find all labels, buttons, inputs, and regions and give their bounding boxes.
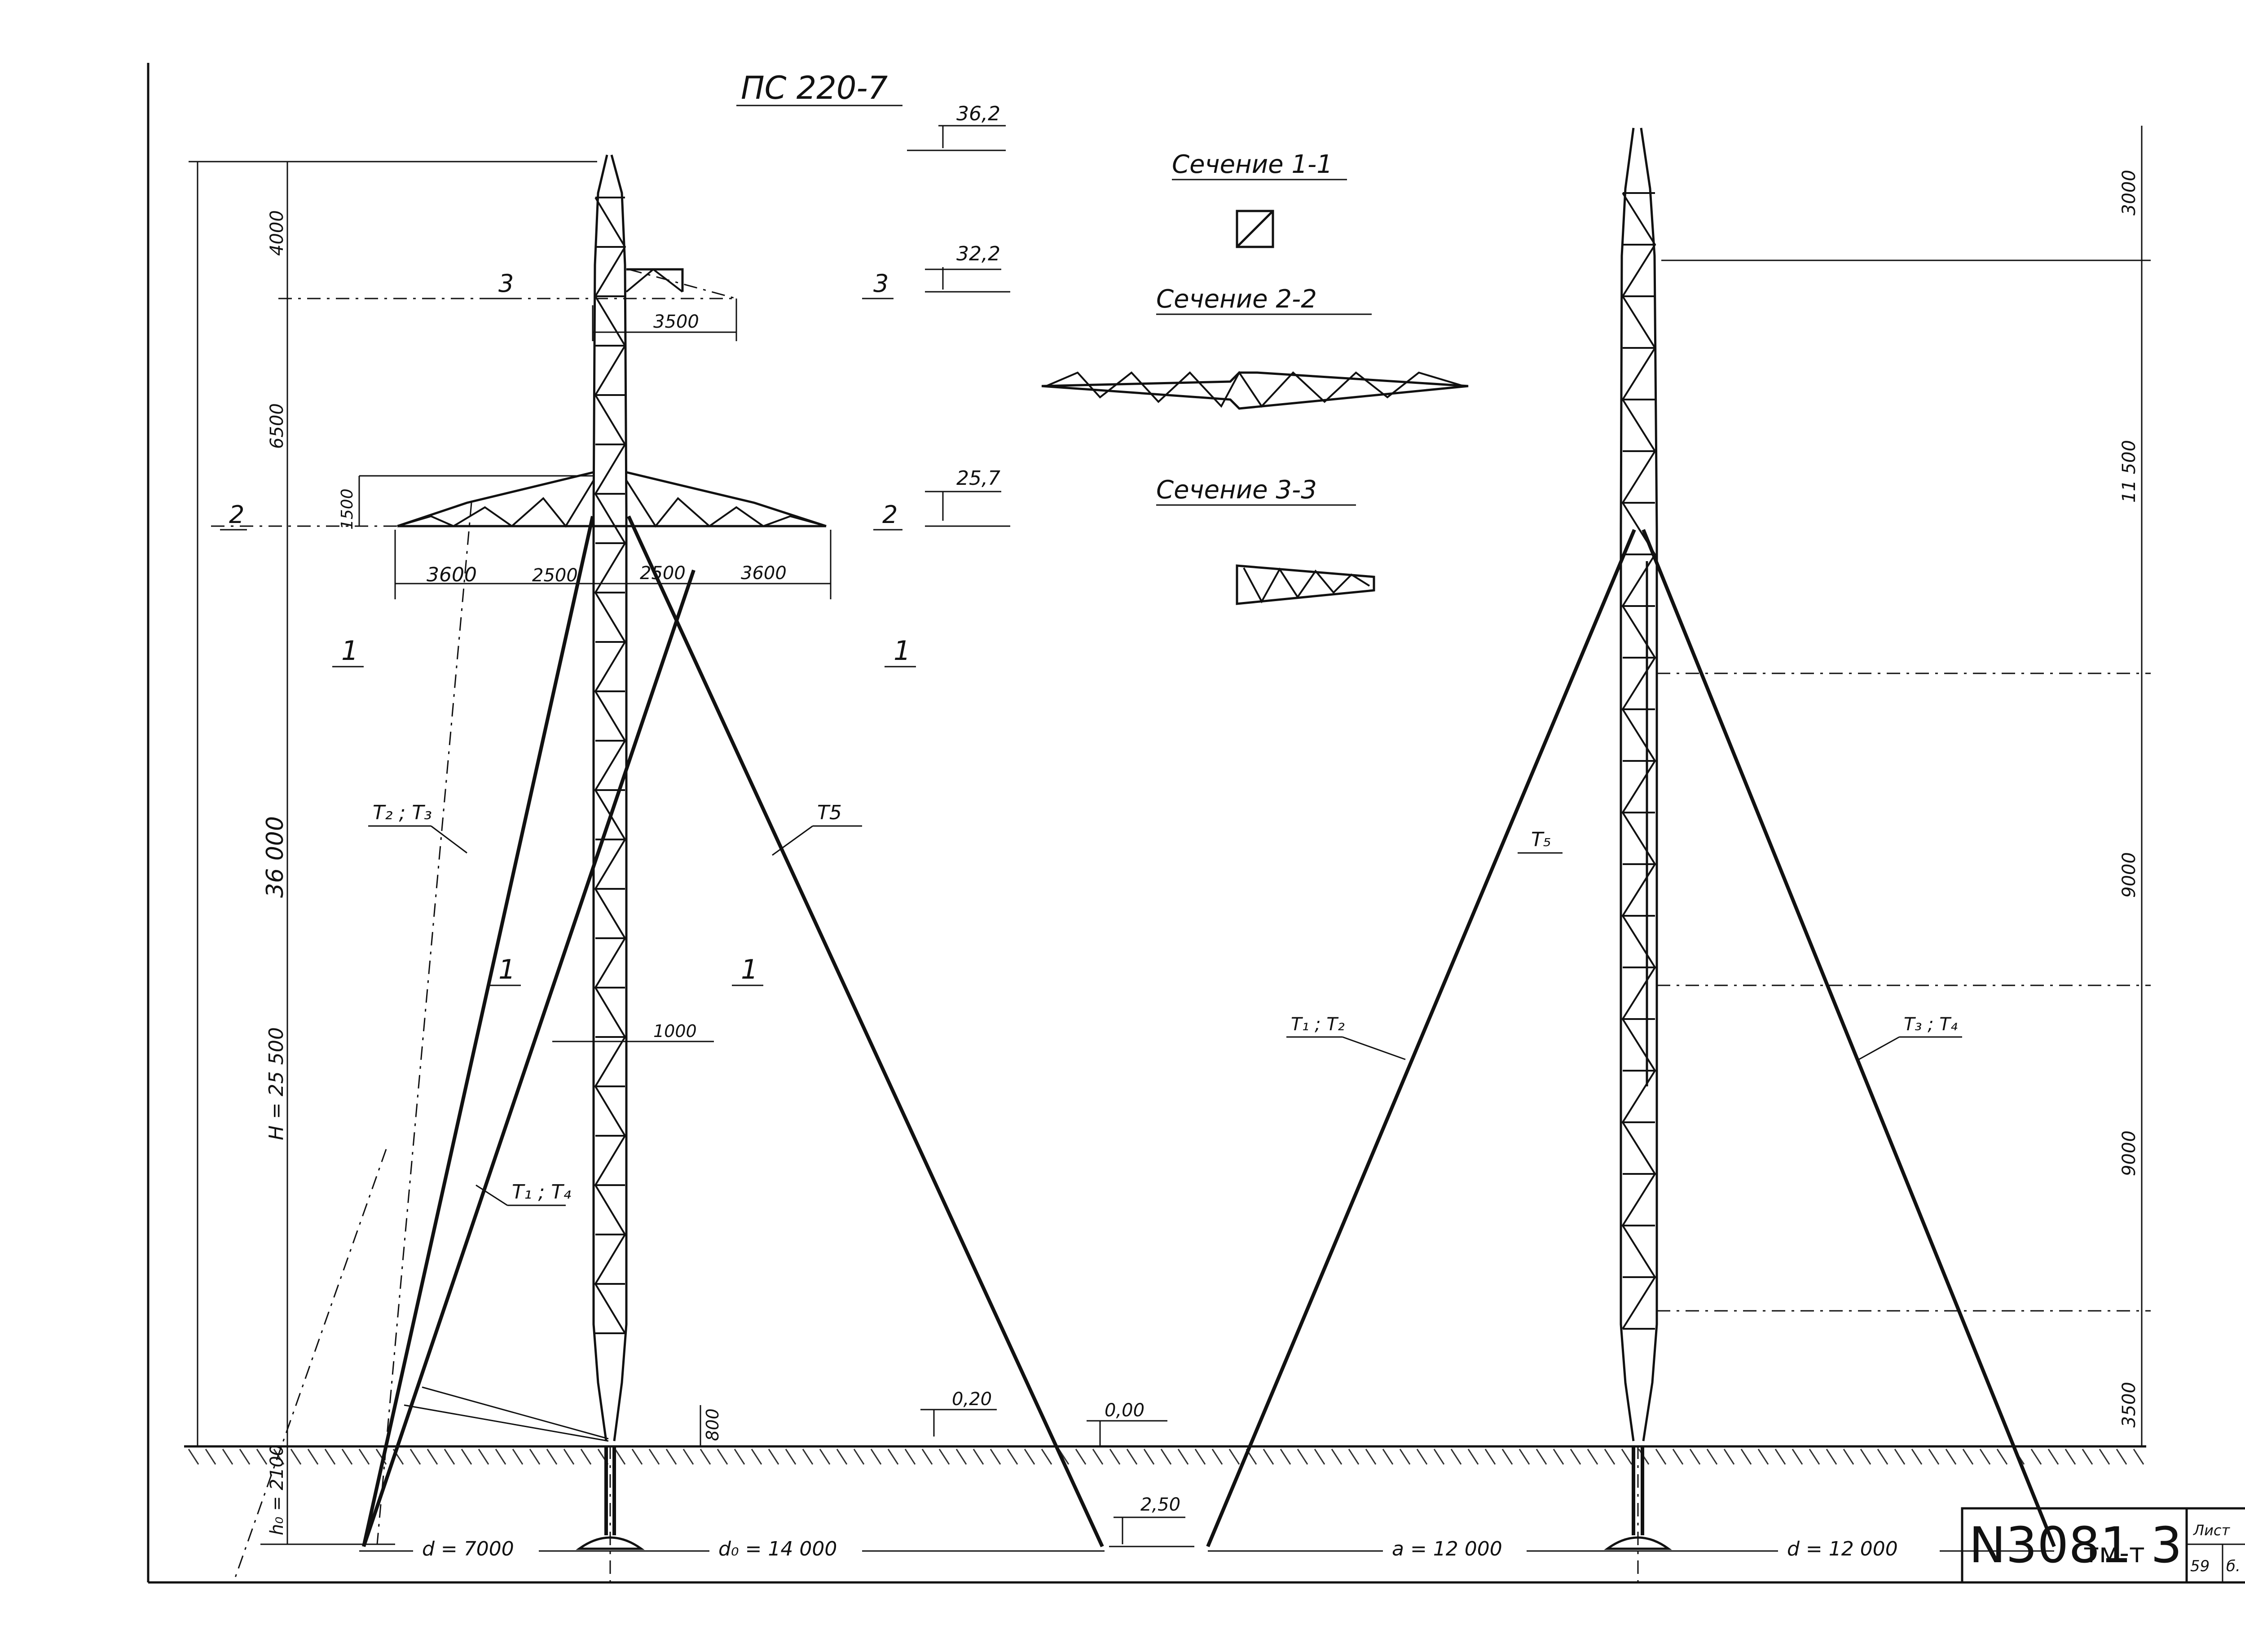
dim-right-3000: 3000	[2119, 170, 2139, 215]
left-mast-lattice	[594, 197, 626, 1334]
section-mark-1-b: 1	[894, 635, 911, 667]
section-mark-2-left: 2	[229, 501, 244, 529]
dim-total-height: 36 000	[262, 816, 289, 898]
dim-right-9000-b: 9000	[2119, 1130, 2139, 1176]
stamp-code: тм-т	[2083, 1538, 2145, 1569]
dim-foundation: h₀ = 2100	[267, 1445, 287, 1535]
dim-800: 800	[703, 1408, 722, 1441]
section-2-2: Сечение 2-2	[1041, 285, 1469, 410]
labels: ПС 220-7 36,2 32,2 25,7 0,20 0,00 2,50 3…	[189, 70, 2151, 1582]
section-mark-3-right: 3	[873, 269, 889, 298]
stamp-number: N3081	[1969, 1516, 2131, 1574]
dim-width-1000: 1000	[653, 1021, 697, 1041]
dim-right-3500: 3500	[2119, 1382, 2139, 1428]
section-mark-1-d: 1	[741, 954, 758, 985]
elevation-lower-arm: 25,7	[956, 467, 1000, 490]
elevation-anchor: 2,50	[1140, 1494, 1180, 1515]
section-mark-2-right: 2	[882, 501, 898, 529]
ground-hatch	[188, 1449, 2144, 1465]
left-tower	[233, 154, 1104, 1583]
dim-base-14000: d₀ = 14 000	[718, 1538, 837, 1560]
dim-4000: 4000	[267, 210, 287, 256]
dim-arm-3600-right: 3600	[741, 563, 787, 584]
dim-height-h: H = 25 500	[265, 1027, 288, 1140]
stamp-part: 3	[2151, 1516, 2182, 1574]
dim-arm-3600-left: 3600	[427, 563, 477, 586]
dim-arm-2500-left: 2500	[532, 565, 578, 586]
sheet-frame	[147, 63, 2245, 1584]
section-1-1: Сечение 1-1	[1172, 150, 1347, 248]
dim-base-7000: d = 7000	[422, 1538, 514, 1560]
drawing-title: ПС 220-7	[741, 70, 888, 106]
stamp-sheet-label: Лист	[2193, 1522, 2230, 1539]
guy-label-t1t2: T₁ ; T₂	[1291, 1014, 1345, 1035]
section-3-3-title: Сечение 3-3	[1156, 475, 1317, 505]
dim-6500: 6500	[267, 403, 287, 449]
guy-label-t5-right: T₅	[1531, 828, 1551, 851]
section-mark-1-c: 1	[498, 954, 515, 985]
dim-upper-arm: 3500	[653, 312, 699, 332]
section-2-2-title: Сечение 2-2	[1156, 285, 1317, 314]
elevation-upper-arm: 32,2	[956, 242, 1000, 265]
dim-arm-2500-right: 2500	[640, 563, 686, 584]
dim-base-d12000: d = 12 000	[1787, 1538, 1898, 1560]
stamp-sheet-extra: б.	[2226, 1557, 2241, 1575]
section-3-3: Сечение 3-3	[1156, 475, 1375, 605]
dim-1500: 1500	[338, 488, 357, 530]
guy-label-t1t4: T₁ ; T₄	[512, 1181, 571, 1204]
stamp-sheet-no: 59	[2190, 1557, 2210, 1575]
guy-label-t5: T5	[817, 801, 842, 824]
elevation-ground-left: 0,20	[952, 1389, 992, 1410]
ground-line	[184, 1445, 2146, 1465]
guy-label-t2t3: T₂ ; T₃	[373, 801, 432, 824]
dim-base-a12000: a = 12 000	[1392, 1538, 1502, 1560]
right-mast-lattice	[1621, 192, 1656, 1330]
guy-label-t3t4: T₃ ; T₄	[1904, 1014, 1958, 1035]
title-stamp: N3081 тм-т 3 Лист 59 б.	[1961, 1507, 2245, 1584]
section-1-1-title: Сечение 1-1	[1172, 150, 1333, 179]
elevation-ground-zero: 0,00	[1105, 1400, 1145, 1421]
dim-right-11500: 11 500	[2119, 440, 2139, 503]
dim-right-9000-a: 9000	[2119, 852, 2139, 898]
section-mark-3-left: 3	[498, 269, 514, 298]
right-tower	[1206, 127, 2056, 1550]
elevation-top: 36,2	[956, 102, 1000, 125]
section-mark-1-a: 1	[341, 635, 358, 667]
